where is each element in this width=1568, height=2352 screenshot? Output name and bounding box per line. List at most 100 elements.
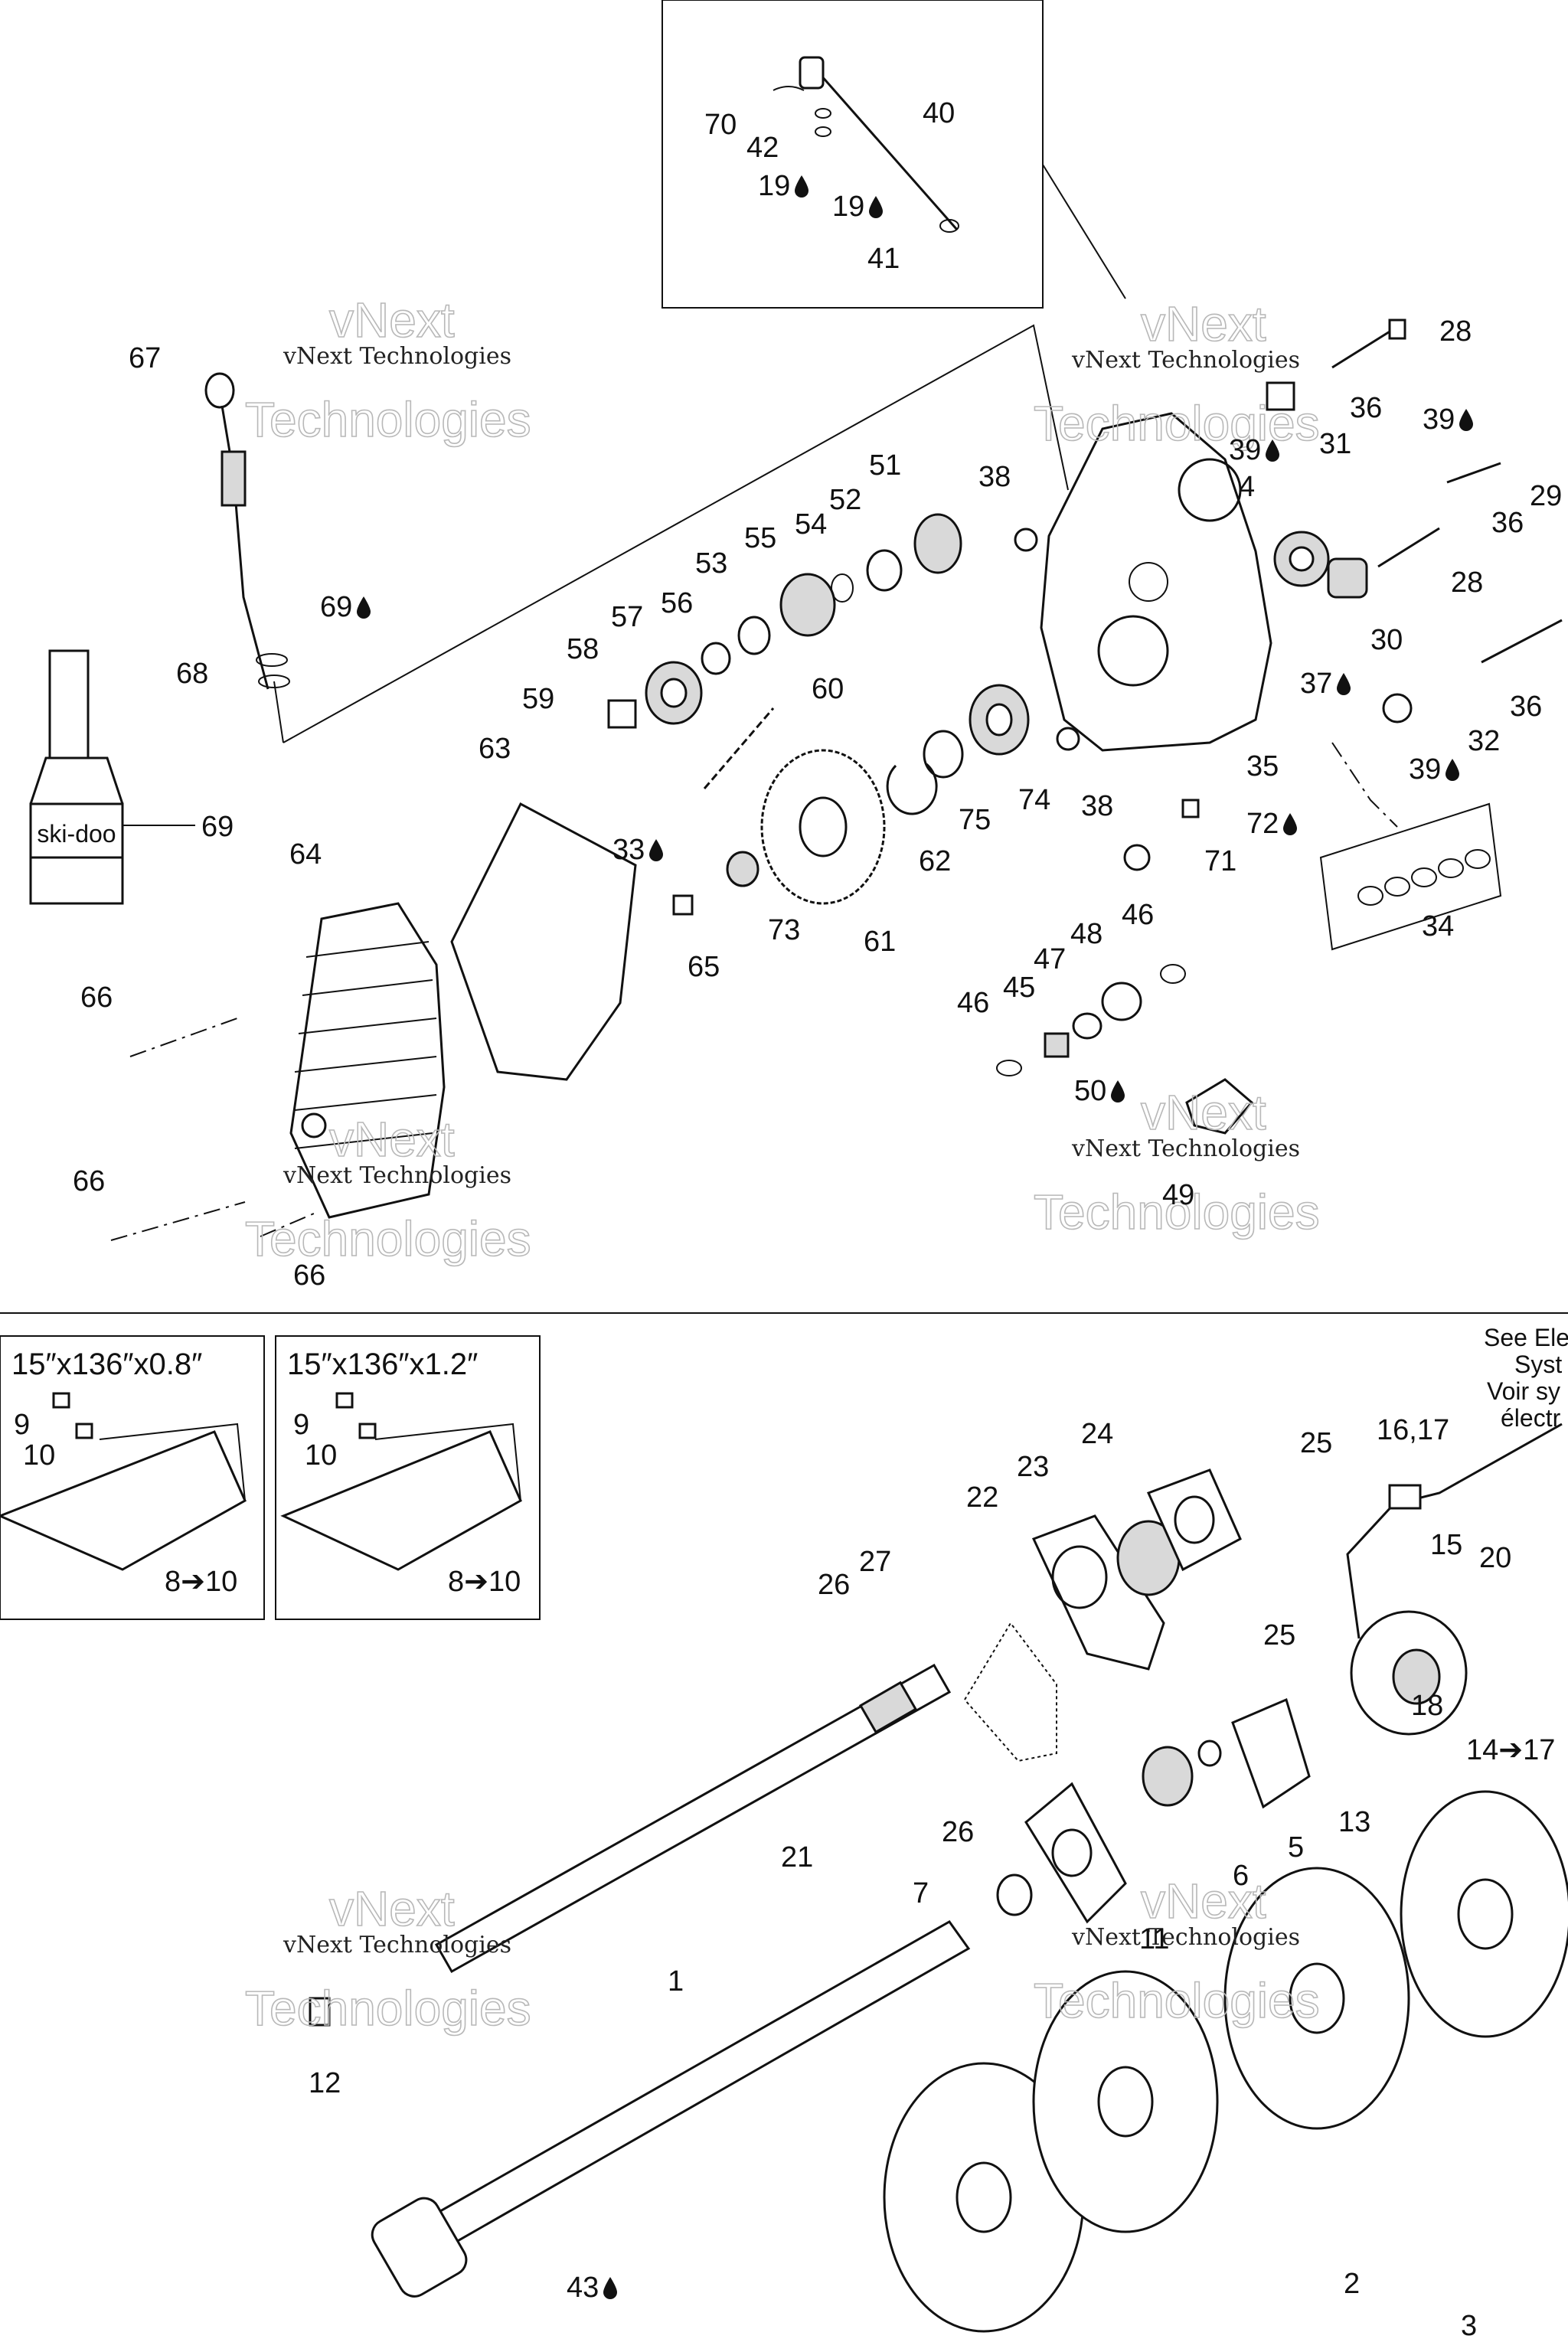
watermark-low-right: vNext Technologies vNext Technologies [1033,1873,1320,2029]
lubricant-drop-icon [1266,439,1279,462]
lubricant-drop-icon [869,196,883,218]
svg-text:Technologies: Technologies [245,1211,531,1266]
lubricant-drop-icon [795,175,808,198]
washer-7 [996,1873,1033,1916]
electrical-system-note: See Ele Syst Voir sy électr [1484,1324,1568,1432]
bolt-66-upper [129,1018,238,1057]
callout-45: 45 [1003,972,1035,1004]
callout-18: 18 [1411,1690,1443,1722]
svg-text:vNext: vNext [1141,1085,1266,1140]
callout-28a: 28 [1439,315,1472,348]
callout-65: 65 [688,951,720,983]
callout-19a: 19 [758,170,790,202]
callout-4: 4 [1239,471,1255,503]
tensioner-stack [996,964,1186,1076]
callout-11: 11 [1139,1923,1169,1955]
bearing-housing-22 [1031,1514,1165,1671]
callout-41: 41 [867,243,900,275]
lubricant-drop-icon [1283,813,1297,835]
bolt-29 [1446,462,1501,484]
callout-55: 55 [744,522,776,554]
bearing-6 [1142,1746,1194,1807]
callout-73: 73 [768,914,800,946]
callout-30: 30 [1370,624,1403,656]
group-bracket-line [283,324,1069,743]
mounting-bracket [963,1622,1057,1762]
callout-21: 21 [781,1841,813,1873]
svg-text:vNext: vNext [329,1112,455,1167]
callout-70: 70 [704,109,737,141]
callout-53: 53 [695,547,727,580]
nut-32 [1382,693,1413,724]
callout-46a: 46 [1122,899,1154,931]
callout-66c: 66 [293,1259,325,1292]
sprocket-61 [760,749,886,905]
callout-810b: 8➔10 [448,1566,521,1598]
callout-39a: 39 [1423,403,1455,436]
callout-36c: 36 [1510,691,1542,723]
callout-1617: 16,17 [1377,1414,1449,1446]
track-box-1-2-label: 15″x136″x1.2″ [287,1348,478,1381]
svg-text:vNext: vNext [329,1881,455,1936]
callout-48: 48 [1070,918,1102,950]
watermark-top-right: vNext Technologies vNext Technologies [1033,296,1320,452]
dipstick-67 [204,372,290,690]
callout-36b: 36 [1491,507,1524,539]
bolt-66-lower [110,1201,246,1241]
ring-5 [1197,1740,1222,1767]
svg-text:Technologies: Technologies [245,392,531,447]
bottle-label: ski-doo [37,820,116,848]
oil-bottle-69: ski-doo [29,649,195,905]
callout-37: 37 [1300,668,1332,700]
track-box-0-8: 15″x136″x0.8″ [0,1335,265,1620]
callout-60: 60 [812,673,844,705]
drive-sprocket-2 [1032,1970,1219,2233]
callout-13: 13 [1338,1806,1370,1838]
callout-50: 50 [1074,1075,1106,1107]
callout-26a: 26 [818,1569,850,1601]
svg-text:Technologies: Technologies [1034,1973,1320,2028]
callout-39c: 39 [1409,753,1441,786]
callout-10b: 10 [305,1439,337,1472]
watermark-low-left: vNext Technologies vNext Technologies [244,1880,531,2037]
lubricant-drop-icon [603,2277,617,2299]
callout-5: 5 [1288,1831,1304,1864]
sprocket-57 [645,661,703,725]
watermark-mid-left: vNext Technologies vNext Technologies [244,1111,531,1267]
callout-1417: 14➔17 [1466,1734,1555,1766]
callout-2: 2 [1344,2268,1360,2300]
lubricant-drop-icon [1337,673,1351,695]
svg-text:vNext Technologies: vNext Technologies [283,1932,511,1958]
callout-52: 52 [829,484,861,516]
callout-810a: 8➔10 [165,1566,237,1598]
callout-69a: 69 [320,591,352,623]
svg-text:vNext: vNext [1141,1873,1266,1929]
callout-33: 33 [612,834,645,866]
callout-23: 23 [1017,1451,1049,1483]
bolt-28-top [1331,318,1406,369]
callout-67: 67 [129,342,161,374]
nut-38-upper [1014,528,1038,552]
chaincase-cover-64 [289,902,446,1219]
callout-54: 54 [795,508,827,541]
svg-text:See Ele: See Ele [1484,1324,1568,1351]
callout-61: 61 [864,926,896,958]
svg-text:vNext: vNext [329,292,455,348]
nut-31 [1266,381,1295,411]
bearing-74 [969,684,1030,756]
drive-axle-21 [434,1663,952,1974]
callout-47: 47 [1034,943,1066,975]
svg-text:vNext Technologies: vNext Technologies [1071,347,1300,374]
callout-63: 63 [479,733,511,765]
watermark-mid-right: vNext Technologies vNext Technologies [1033,1084,1320,1240]
bearing-stack-upper [701,513,962,675]
callout-51: 51 [869,449,901,482]
svg-text:Syst: Syst [1514,1351,1562,1378]
svg-text:Technologies: Technologies [1034,1184,1320,1240]
callout-69b: 69 [201,811,234,843]
tensioner-arm-49 [1185,1078,1254,1135]
callout-26b: 26 [942,1816,974,1848]
callout-59: 59 [522,683,554,715]
callout-7: 7 [913,1877,929,1909]
